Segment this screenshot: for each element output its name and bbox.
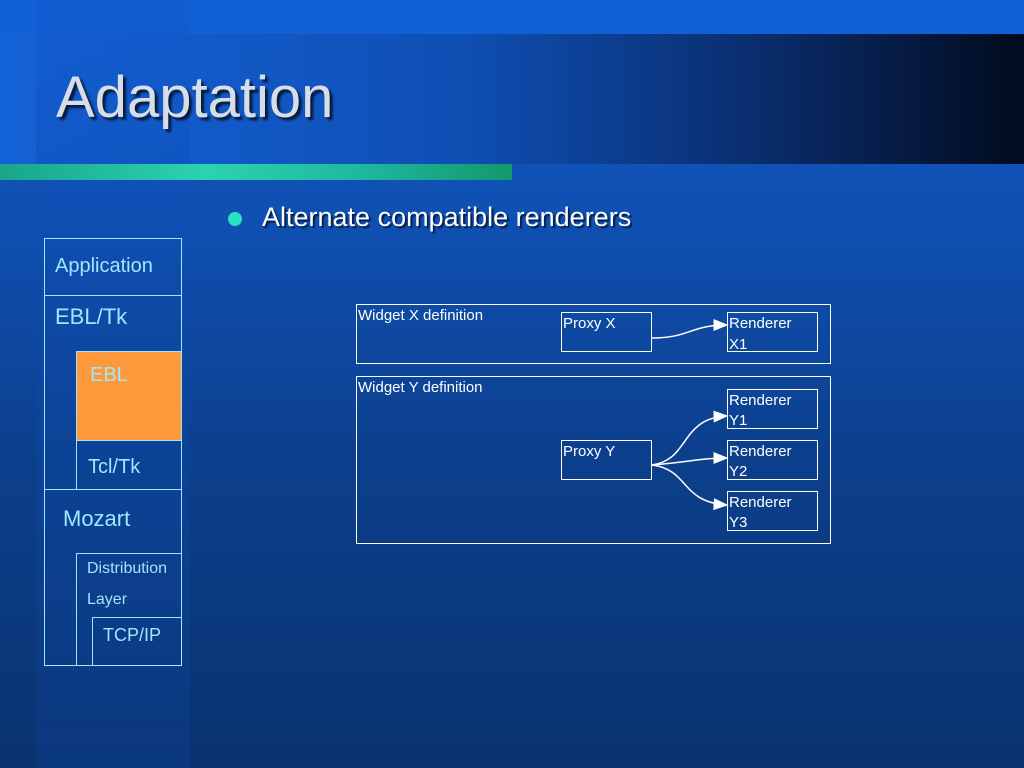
renderer-y3-label-line1: Renderer [729,494,792,511]
renderer-y1-label-line2: Y1 [729,412,748,429]
widget-y-label: Widget Y definition [358,379,483,396]
distribution-label: Distribution [87,560,168,577]
bullet-text: Alternate compatible renderers [262,202,632,232]
widget-y-frame [356,376,831,544]
mozart-label: Mozart [63,506,131,531]
ebl-label: EBL [90,364,128,386]
tcp-ip-layer [92,617,182,666]
widget-x-label: Widget X definition [358,307,484,324]
proxy-x-label: Proxy X [563,315,616,332]
renderer-x1-box [727,312,818,352]
renderer-y2-label-line2: Y2 [729,463,748,480]
accent-bar [0,164,512,180]
renderer-x1-label-line1: Renderer [729,315,792,332]
application-label: Application [55,255,153,277]
tcp-ip-label: TCP/IP [103,625,162,645]
bullet-icon [228,212,242,226]
renderer-y3-box [727,491,818,531]
renderer-y1-box [727,389,818,429]
proxy-y-box [561,440,652,480]
renderer-y2-label-line1: Renderer [729,443,792,460]
ebl-tk-label: EBL/Tk [55,304,128,329]
renderer-y3-label-line2: Y3 [729,514,748,531]
renderer-x1-label-line2: X1 [729,336,748,353]
renderer-y1-label-line1: Renderer [729,392,792,409]
tcl-tk-label: Tcl/Tk [88,456,141,478]
slide-title: Adaptation [56,65,334,130]
widget-x-frame [356,304,831,364]
proxy-y-label: Proxy Y [563,443,616,460]
proxy-x-box [561,312,652,352]
layer-label: Layer [87,591,128,608]
